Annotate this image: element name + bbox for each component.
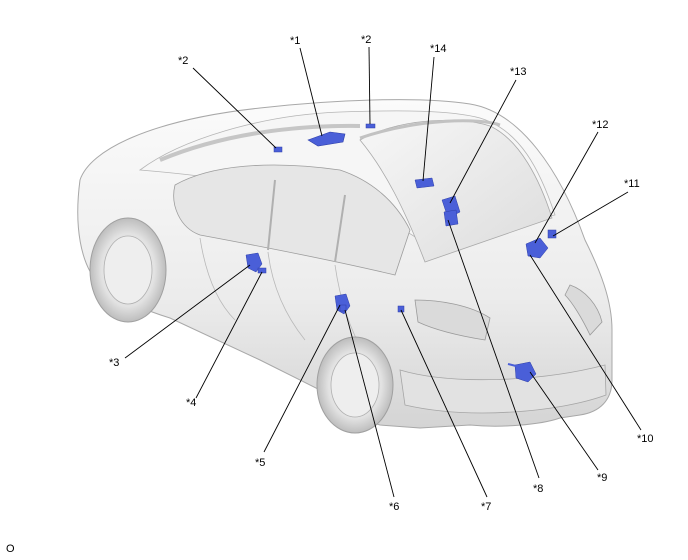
- callout-14: *14: [430, 43, 447, 55]
- callout-labels: *1 *2 *2 *3 *4 *5 *6 *7 *8 *9 *10 *11 *1…: [109, 34, 654, 513]
- leader-2a: [192, 67, 277, 149]
- window-pillar-b: [267, 179, 276, 251]
- callout-4: *4: [186, 397, 196, 409]
- component-2a-room-light: [273, 146, 283, 153]
- rear-spoiler: [359, 119, 501, 140]
- roof-rail: [159, 123, 361, 162]
- leader-12: [534, 131, 599, 244]
- callout-3: *3: [109, 357, 119, 369]
- front-wheel: [89, 217, 167, 323]
- leader-13: [449, 79, 517, 204]
- callout-1: *1: [290, 35, 300, 47]
- rear-bumper: [399, 364, 607, 414]
- callout-7: *7: [481, 501, 491, 513]
- callout-10: *10: [637, 433, 654, 445]
- leader-8: [447, 219, 540, 479]
- component-6-rear-door-switch: [339, 304, 347, 312]
- leader-10: [529, 254, 642, 431]
- rear-wheel: [316, 336, 394, 434]
- right-tail-light: [564, 284, 603, 336]
- component-1-overhead-module: [307, 131, 346, 147]
- leader-9: [529, 371, 599, 471]
- component-7-fuel-lid: [397, 305, 405, 313]
- side-windows: [173, 164, 411, 276]
- rear-door-line: [267, 251, 306, 341]
- component-9-back-door-lock: [514, 361, 537, 383]
- leader-1: [299, 47, 323, 137]
- callout-9: *9: [597, 472, 607, 484]
- left-tail-light: [414, 299, 491, 341]
- callout-11: *11: [624, 178, 640, 190]
- callout-5: *5: [255, 457, 265, 469]
- callout-8: *8: [533, 483, 543, 495]
- leader-14: [422, 56, 435, 182]
- corner-mark: O: [6, 543, 15, 555]
- callout-2b: *2: [361, 34, 371, 46]
- callout-12: *12: [592, 119, 609, 131]
- leader-7: [400, 309, 488, 498]
- leader-lines: [124, 46, 642, 498]
- component-14-rear-module: [414, 177, 435, 189]
- leader-5: [263, 304, 341, 453]
- component-9-cable: [507, 363, 517, 367]
- leader-2b: [368, 46, 371, 125]
- leader-6: [344, 309, 395, 498]
- callout-6: *6: [389, 501, 399, 513]
- leader-3: [124, 264, 251, 359]
- leader-4: [195, 271, 263, 399]
- component-2b-room-light: [365, 123, 376, 129]
- front-door-line: [199, 237, 236, 321]
- vehicle-body: [77, 99, 613, 429]
- leader-11: [552, 191, 629, 237]
- component-11-back-door-sensor: [547, 229, 557, 239]
- components: [245, 123, 557, 383]
- callout-2a: *2: [178, 55, 188, 67]
- component-4-front-door-switch: [257, 267, 267, 274]
- callout-13: *13: [510, 66, 527, 78]
- component-8-seat-unit: [443, 209, 459, 227]
- window-pillar-c: [334, 194, 346, 263]
